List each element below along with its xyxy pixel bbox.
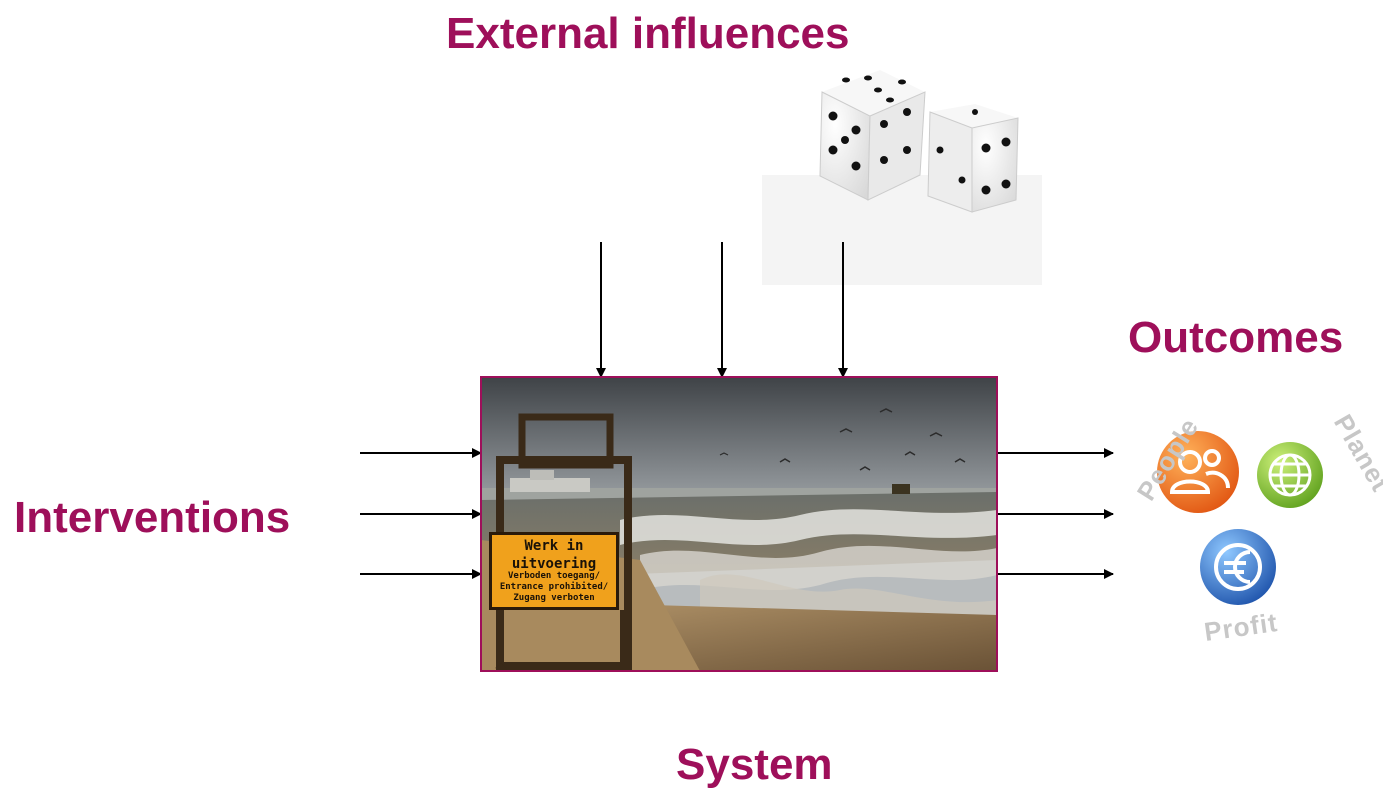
outcomes-logo bbox=[1157, 431, 1323, 605]
sign-line-2: uitvoering bbox=[511, 556, 597, 572]
sign-line-3: Verboden toegang/ bbox=[507, 571, 601, 581]
warning-sign: Werk in uitvoering Verboden toegang/ Ent… bbox=[489, 532, 619, 610]
outcomes-label: Outcomes bbox=[1128, 313, 1344, 362]
interventions-label: Interventions bbox=[14, 493, 291, 542]
system-photo bbox=[481, 377, 997, 671]
external-influences-label: External influences bbox=[446, 9, 850, 58]
sign-line-1: Werk in bbox=[524, 538, 584, 554]
sign-line-4: Entrance prohibited/ bbox=[499, 582, 609, 592]
system-label: System bbox=[676, 740, 833, 789]
sign-line-5: Zugang verboten bbox=[513, 593, 595, 603]
system-frame bbox=[480, 376, 998, 672]
dice-icon bbox=[762, 70, 1042, 285]
euro-icon bbox=[1200, 529, 1276, 605]
